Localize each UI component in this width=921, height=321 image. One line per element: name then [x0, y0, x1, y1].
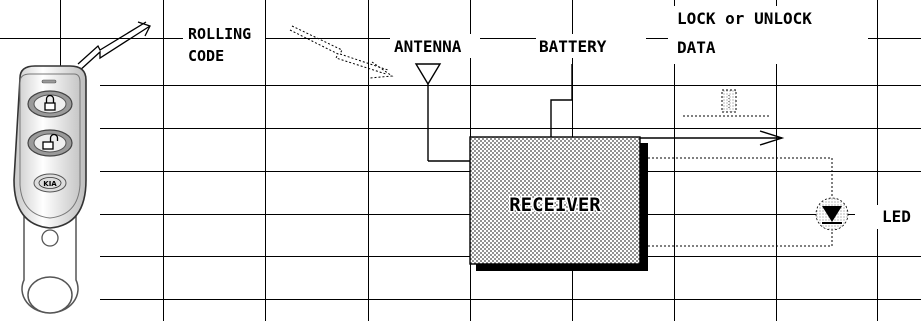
unlock-icon [42, 133, 59, 150]
lock-icon [44, 94, 56, 111]
lock-button [27, 90, 73, 118]
antenna-label: ANTENNA [394, 37, 462, 56]
label-backgrounds [183, 6, 921, 229]
led-label: LED [882, 207, 911, 226]
transmit-signal-icon [77, 21, 151, 73]
data-signal [683, 89, 770, 117]
rolling-code-label: ROLLING [188, 25, 251, 43]
lock-data-label: LOCK or UNLOCK [677, 9, 812, 28]
led-circuit [640, 157, 833, 247]
lock-data-label-line2: DATA [677, 38, 716, 57]
receiver-label: RECEIVER [509, 194, 601, 216]
battery-wire [550, 64, 573, 137]
receiver-box [469, 136, 648, 271]
key-fob: KIA [13, 65, 87, 314]
unlock-button [27, 129, 73, 157]
led-icon [815, 197, 849, 231]
kia-logo: KIA [33, 173, 67, 193]
data-output-arrow-icon [640, 130, 785, 146]
rolling-code-wave-icon [289, 25, 394, 79]
battery-label: BATTERY [539, 37, 607, 56]
antenna-icon [414, 63, 470, 162]
svg-text:KIA: KIA [43, 180, 57, 188]
rolling-code-label-line2: CODE [188, 47, 224, 65]
